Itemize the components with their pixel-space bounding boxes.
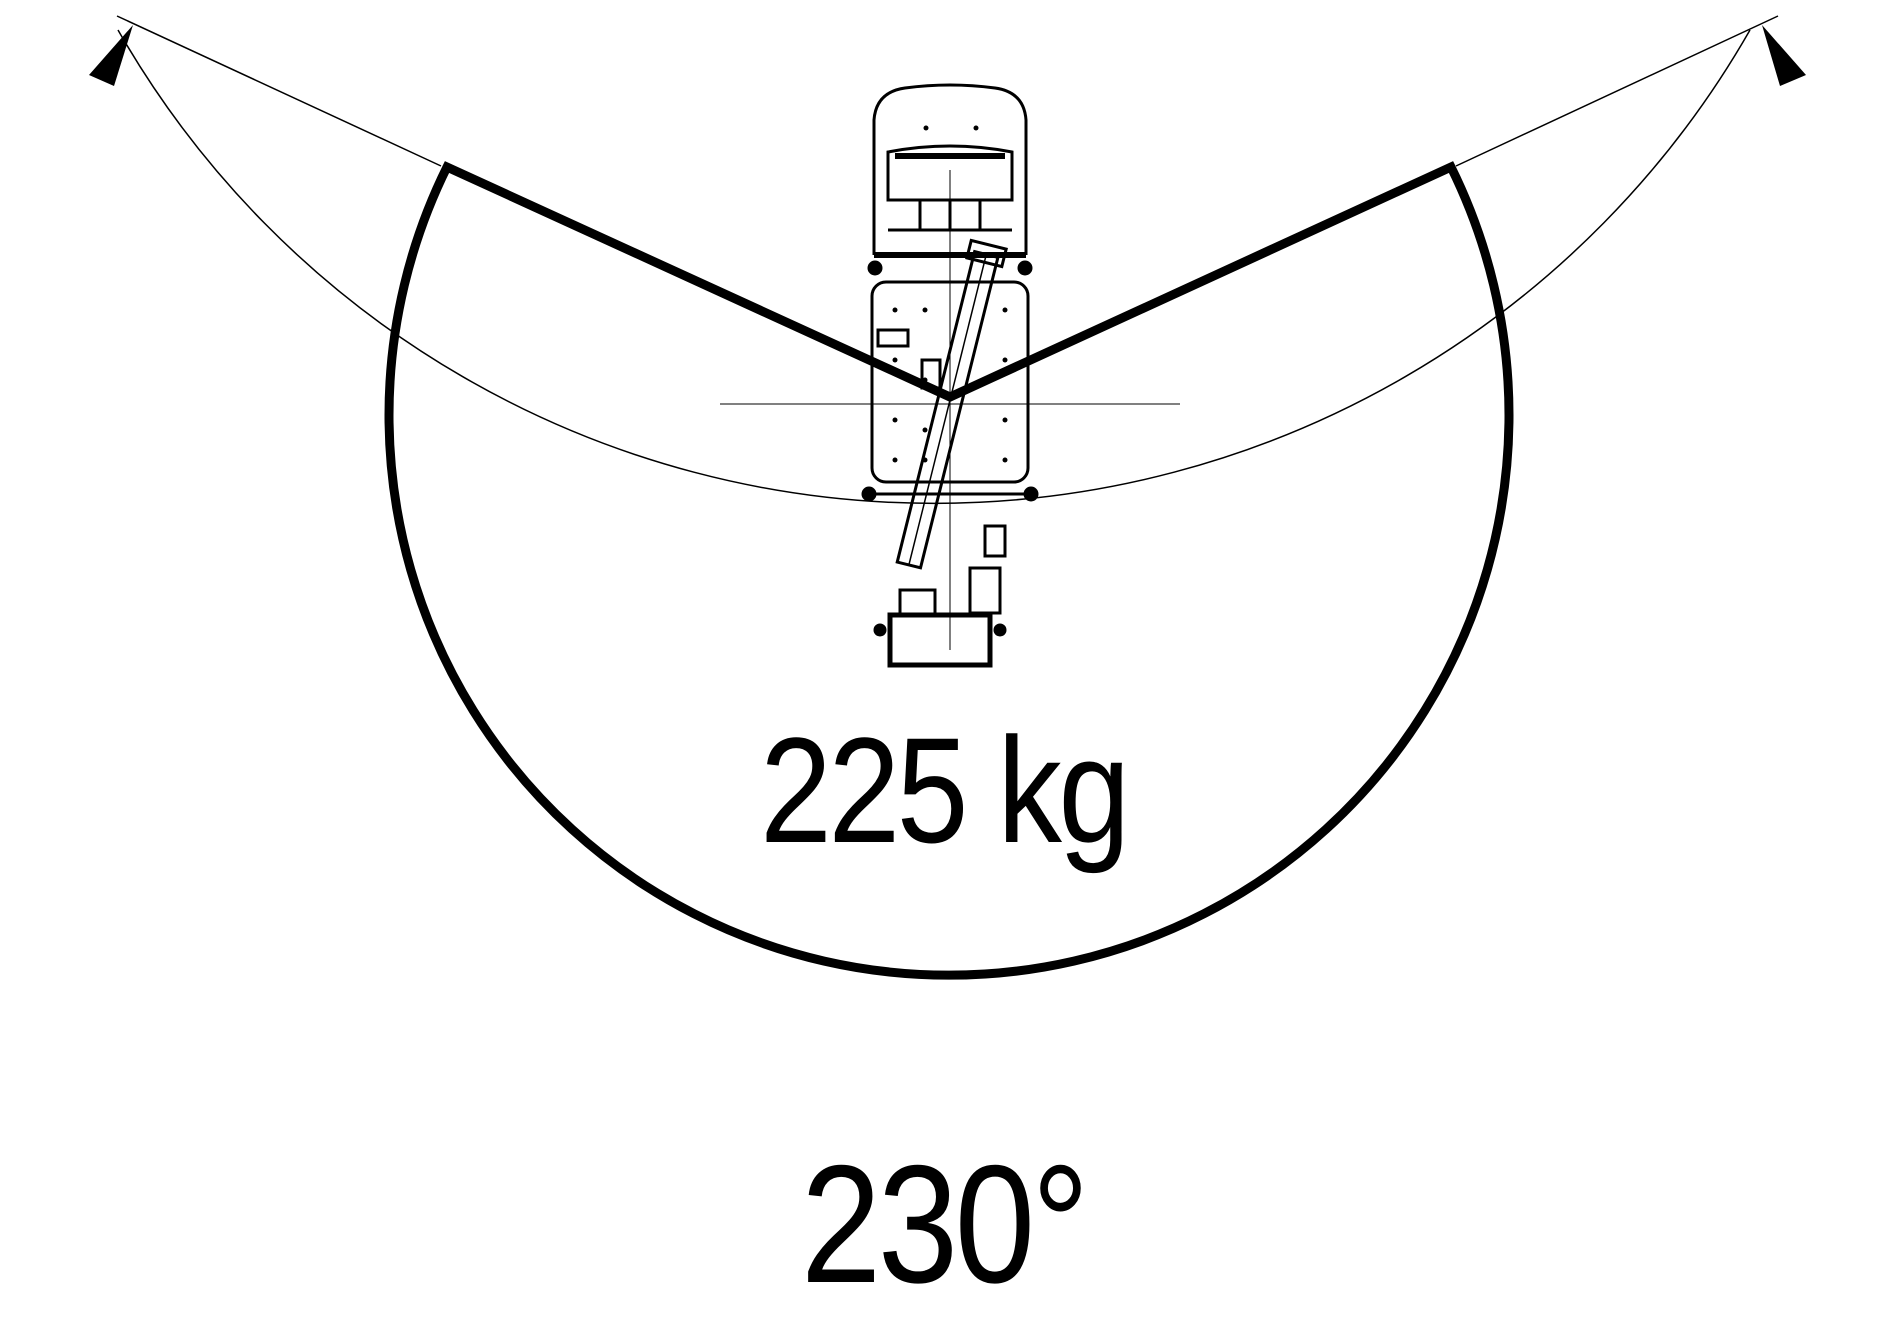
rotation-range-arc bbox=[116, 15, 1779, 505]
vehicle-rivets bbox=[892, 125, 1008, 463]
load-sector bbox=[384, 161, 1514, 980]
arrow-right-icon bbox=[1762, 25, 1806, 86]
load-capacity-label: 225 kg bbox=[760, 706, 1130, 874]
vehicle-top-view bbox=[861, 83, 1039, 668]
rotation-angle-label: 230° bbox=[800, 1130, 1090, 1318]
arrow-left-icon bbox=[89, 25, 133, 86]
center-crosshair bbox=[720, 170, 1180, 650]
